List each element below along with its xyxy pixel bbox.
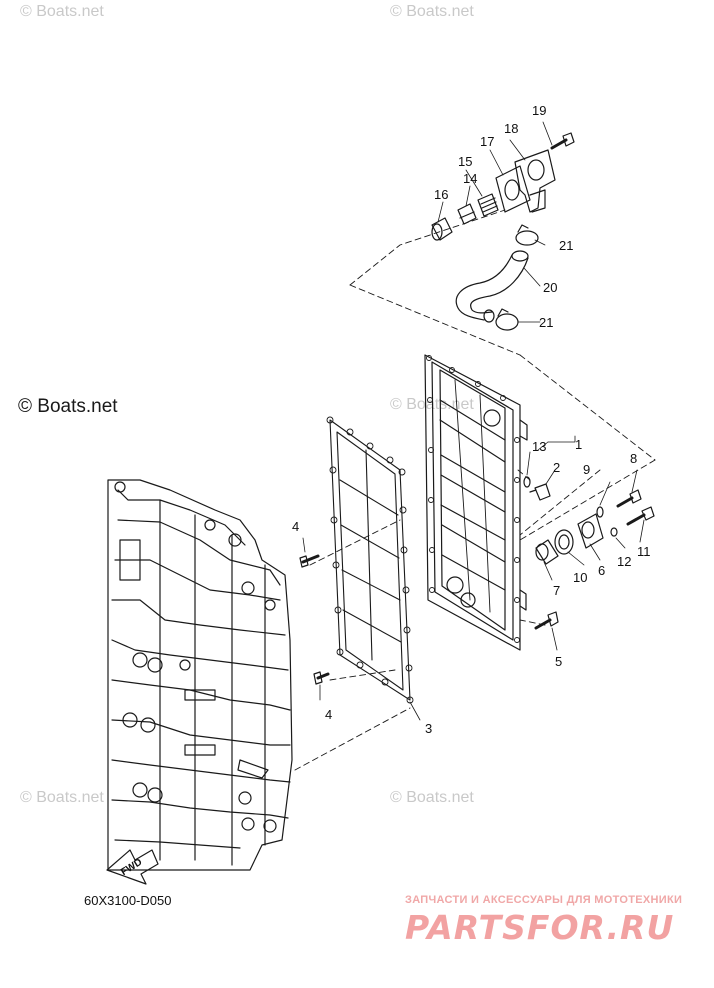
exhaust-cover	[424, 354, 528, 651]
gasket	[326, 416, 414, 704]
diagram-code: 60X3100-D050	[84, 893, 172, 908]
callout-18: 18	[504, 121, 519, 136]
callout-17: 17	[480, 134, 495, 149]
callout-21b: 21	[539, 315, 554, 330]
fitting-2	[529, 483, 551, 501]
washer-12	[610, 527, 618, 537]
callout-9: 9	[583, 462, 591, 477]
clamp-21b	[495, 308, 519, 331]
assembly-lines	[294, 209, 656, 771]
callout-10: 10	[573, 570, 588, 585]
watermark-mid-left: © Boats.net	[18, 396, 118, 417]
bolt-5	[534, 611, 559, 630]
plug-7	[535, 539, 559, 565]
callout-8: 8	[630, 451, 638, 466]
spring-15	[477, 193, 499, 217]
ring-10	[554, 529, 574, 555]
callout-13: 13	[532, 439, 547, 454]
callout-14: 14	[463, 171, 478, 186]
leader-lines	[302, 121, 645, 721]
callout-11: 11	[637, 544, 651, 559]
shop-tagline: ЗАПЧАСТИ И АКСЕССУАРЫ ДЛЯ МОТОТЕХНИКИ	[405, 894, 683, 906]
watermark-top-center: © Boats.net	[390, 3, 474, 20]
fwd-label: FWD	[119, 857, 144, 878]
shop-logo: PARTSFOR.RU	[405, 908, 675, 947]
gasket-17	[495, 165, 531, 213]
callout-15: 15	[458, 154, 473, 169]
bolt-4b	[313, 671, 330, 685]
callout-5: 5	[555, 654, 563, 669]
callout-20: 20	[543, 280, 558, 295]
bolt-19	[550, 132, 575, 150]
watermark-mid-center: © Boats.net	[390, 396, 474, 413]
callout-6: 6	[598, 563, 606, 578]
engine-block	[107, 479, 293, 871]
callout-4a: 4	[292, 519, 300, 534]
callout-16: 16	[434, 187, 449, 202]
callout-4b: 4	[325, 707, 333, 722]
callout-2: 2	[553, 460, 561, 475]
washer-9	[596, 506, 604, 518]
housing-18	[514, 149, 556, 213]
fwd-arrow	[106, 849, 159, 885]
holder-6	[577, 513, 604, 549]
bolt-4a	[299, 554, 320, 568]
bolt-11	[626, 506, 655, 526]
callout-7: 7	[553, 583, 561, 598]
callout-3: 3	[425, 721, 433, 736]
watermark-bottom-left: © Boats.net	[20, 789, 104, 806]
callout-21a: 21	[559, 238, 574, 253]
callout-12: 12	[617, 554, 632, 569]
watermark-bottom-center: © Boats.net	[390, 789, 474, 806]
hose-20	[455, 250, 529, 323]
clamp-21a	[515, 224, 539, 246]
o-ring-13	[523, 476, 531, 488]
callout-19: 19	[532, 103, 547, 118]
bolt-8	[616, 489, 642, 508]
callout-1: 1	[575, 437, 583, 452]
cap-16	[431, 217, 453, 241]
watermark-top-left: © Boats.net	[20, 3, 104, 20]
